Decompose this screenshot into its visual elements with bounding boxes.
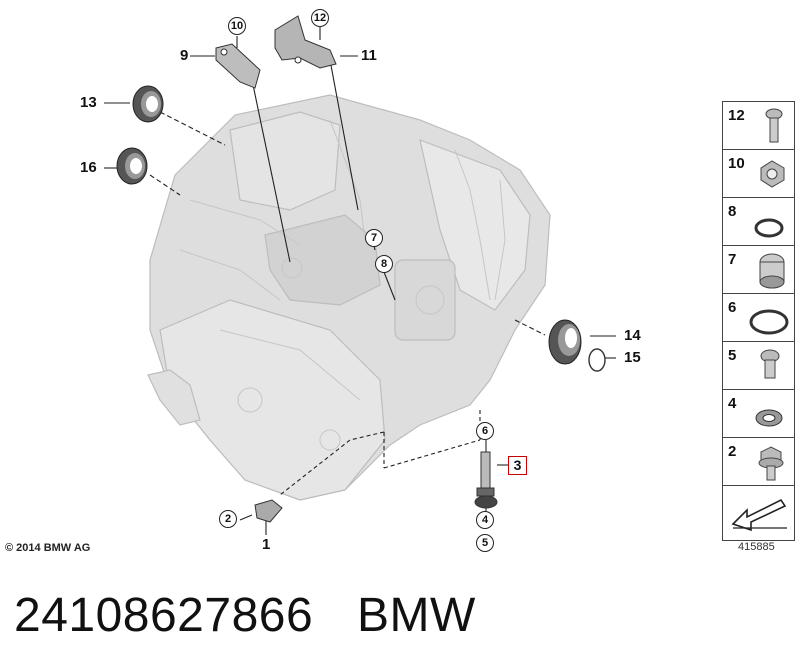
callout-12: 12 [311, 9, 329, 27]
legend-item-7: 7 [723, 246, 794, 294]
transmission-housing [147, 94, 551, 501]
transmission-illustration [104, 15, 616, 535]
legend-item-8: 8 [723, 198, 794, 246]
bolt-icon [765, 108, 783, 143]
brand-name: BMW [357, 589, 476, 642]
parts-legend: 12 10 8 7 6 5 [722, 101, 795, 541]
flange-bolt-icon [758, 446, 784, 481]
legend-label: 12 [728, 107, 745, 124]
legend-item-10: 10 [723, 150, 794, 198]
part-number: 24108627866 [14, 589, 314, 642]
legend-label: 6 [728, 299, 737, 316]
legend-label: 7 [728, 251, 737, 268]
callout-10: 10 [228, 17, 246, 35]
bracket-part-11 [274, 15, 337, 69]
callout-9: 9 [180, 47, 189, 64]
copyright-text: © 2014 BMW AG [5, 542, 91, 554]
legend-item-12: 12 [723, 102, 794, 150]
callout-13: 13 [80, 94, 97, 111]
legend-item-2: 2 [723, 438, 794, 486]
seal-part-13 [132, 85, 164, 123]
callout-11: 11 [361, 47, 377, 64]
callout-7: 7 [365, 229, 383, 247]
callout-8: 8 [375, 255, 393, 273]
housing-details [179, 119, 506, 451]
callout-1: 1 [262, 536, 271, 553]
legend-item-5: 5 [723, 342, 794, 390]
callout-5: 5 [476, 534, 494, 552]
callout-15: 15 [624, 349, 641, 366]
o-ring-part-15 [588, 348, 606, 372]
bracket-part-9 [215, 43, 261, 89]
seal-part-14 [548, 319, 582, 365]
legend-item-4: 4 [723, 390, 794, 438]
legend-corner [723, 486, 794, 539]
legend-item-6: 6 [723, 294, 794, 342]
arrow-corner-icon [731, 498, 787, 532]
callout-2: 2 [219, 510, 237, 528]
hex-nut-icon [760, 160, 785, 188]
legend-label: 8 [728, 203, 737, 220]
legend-label: 2 [728, 443, 737, 460]
seal-part-16 [116, 147, 148, 185]
diagram-id: 415885 [738, 541, 775, 553]
callout-6: 6 [476, 422, 494, 440]
plug-icon [759, 253, 785, 289]
sensor-part-1 [254, 499, 283, 523]
callout-3-highlighted: 3 [508, 456, 527, 475]
callout-16: 16 [80, 159, 97, 176]
o-ring-large-icon [749, 309, 789, 335]
o-ring-icon [754, 218, 784, 238]
seal-ring-icon [755, 409, 783, 427]
callout-14: 14 [624, 327, 641, 344]
callout-4: 4 [476, 511, 494, 529]
legend-label: 10 [728, 155, 745, 172]
short-screw-icon [760, 349, 780, 379]
drain-screw-part-3 [474, 451, 498, 509]
legend-label: 4 [728, 395, 737, 412]
legend-label: 5 [728, 347, 737, 364]
